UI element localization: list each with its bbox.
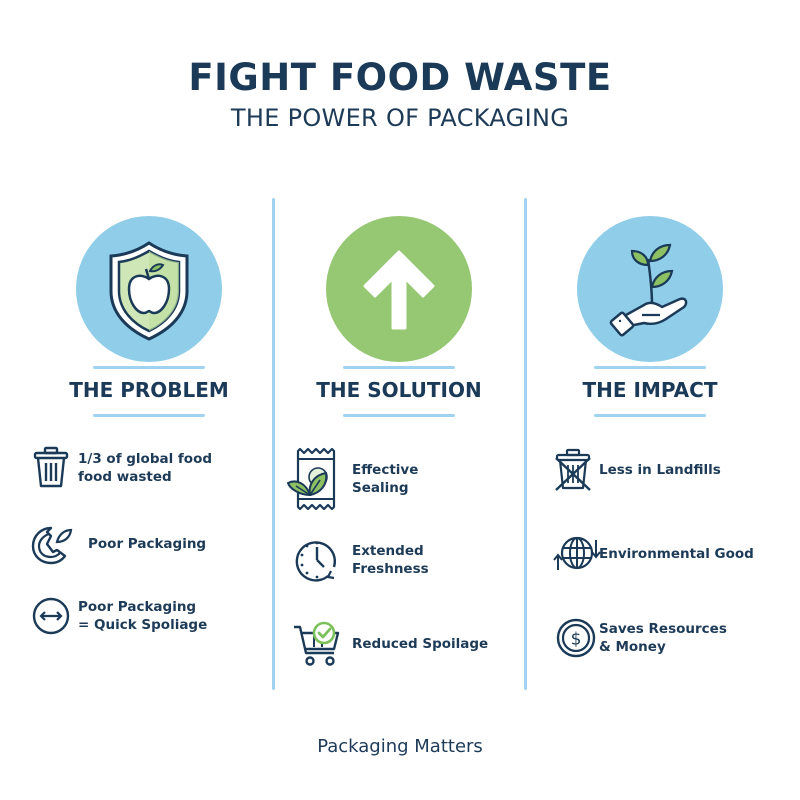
globe-arrows-icon (553, 536, 601, 570)
solution-item: Extended Freshness (274, 536, 524, 584)
clock-icon (295, 541, 336, 582)
problem-item: 1/3 of global food food wasted (24, 444, 274, 492)
arrow-up-icon (363, 250, 435, 330)
problem-hero-circle (76, 216, 222, 362)
heading-rule-top (93, 366, 205, 369)
problem-column: THE PROBLEM 1/3 of global food food wast… (24, 200, 274, 670)
impact-heading: THE IMPACT (582, 378, 718, 402)
heading-rule-bottom (594, 414, 706, 417)
problem-item: Poor Packaging = Quick Spoliage (24, 592, 274, 640)
trash-crossed-icon (555, 448, 591, 491)
solution-hero-circle (326, 216, 472, 362)
trash-can-icon (33, 446, 69, 488)
column-divider (272, 198, 275, 690)
solution-item: Effective Sealing (274, 444, 524, 514)
svg-text:$: $ (571, 630, 582, 650)
broken-plate-leaf-icon (31, 526, 73, 565)
footer-tagline: Packaging Matters (317, 736, 483, 757)
problem-item: Poor Packaging (24, 520, 274, 568)
solution-item: Reduced Spoilage (274, 620, 524, 668)
impact-item: $ Saves Resources & Money (525, 614, 775, 662)
solution-column: THE SOLUTION Effective Sealing (274, 200, 524, 670)
heading-rule-bottom (343, 414, 455, 417)
impact-hero-circle (577, 216, 723, 362)
solution-heading: THE SOLUTION (316, 378, 482, 402)
sealed-pouch-leaf-icon (286, 447, 336, 511)
cart-check-icon (294, 621, 340, 666)
impact-item: Environmental Good (525, 530, 775, 578)
impact-column: THE IMPACT Less in Landfills (525, 200, 775, 670)
hand-sprout-icon (609, 243, 688, 337)
heading-rule-top (343, 366, 455, 369)
page-subtitle: THE POWER OF PACKAGING (230, 104, 570, 132)
impact-item: Less in Landfills (525, 446, 775, 494)
shield-apple-icon (109, 241, 189, 341)
dollar-coin-icon: $ (556, 618, 596, 658)
heading-rule-top (594, 366, 706, 369)
double-arrow-circle-icon (32, 597, 70, 635)
page-title: FIGHT FOOD WASTE (188, 56, 612, 99)
problem-heading: THE PROBLEM (69, 378, 229, 402)
heading-rule-bottom (93, 414, 205, 417)
column-divider (524, 198, 527, 690)
